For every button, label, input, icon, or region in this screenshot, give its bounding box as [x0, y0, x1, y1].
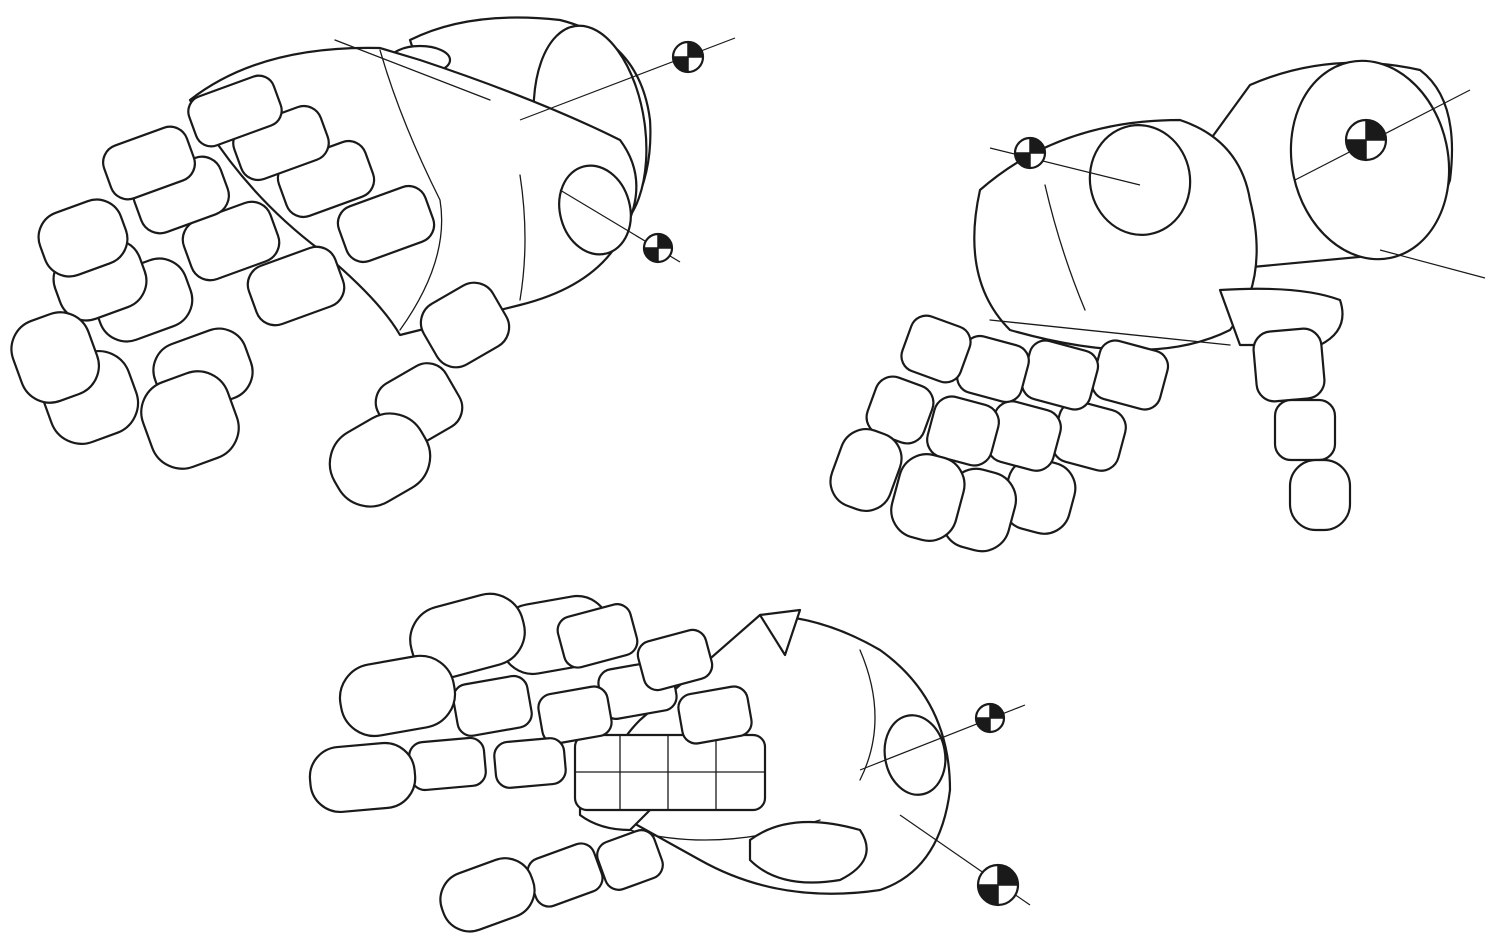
axis-marker-palm: [559, 189, 681, 264]
finger-middle: [409, 592, 714, 692]
palm-block: [973, 118, 1344, 352]
knuckle-grid: [573, 733, 767, 812]
axis-marker-palm: [989, 136, 1141, 186]
palm-block: [578, 608, 952, 895]
view-top-right-hand: [829, 59, 1486, 553]
thumb: [328, 281, 511, 508]
view-bottom-hand: [308, 592, 1031, 933]
axis-marker-palm: [899, 814, 1031, 907]
finger-ring: [338, 654, 613, 745]
finger-little: [829, 314, 972, 512]
axis-marker-wrist: [519, 37, 736, 121]
finger-little: [308, 736, 567, 814]
wrist-cylinder: [1205, 59, 1486, 279]
thumb: [439, 829, 664, 933]
thumb: [1252, 327, 1352, 532]
finger-ring: [890, 334, 1030, 542]
view-top-left-hand: [10, 16, 736, 508]
axis-marker-wrist: [859, 702, 1026, 771]
finger-index: [1001, 339, 1170, 535]
finger-little: [10, 74, 283, 404]
